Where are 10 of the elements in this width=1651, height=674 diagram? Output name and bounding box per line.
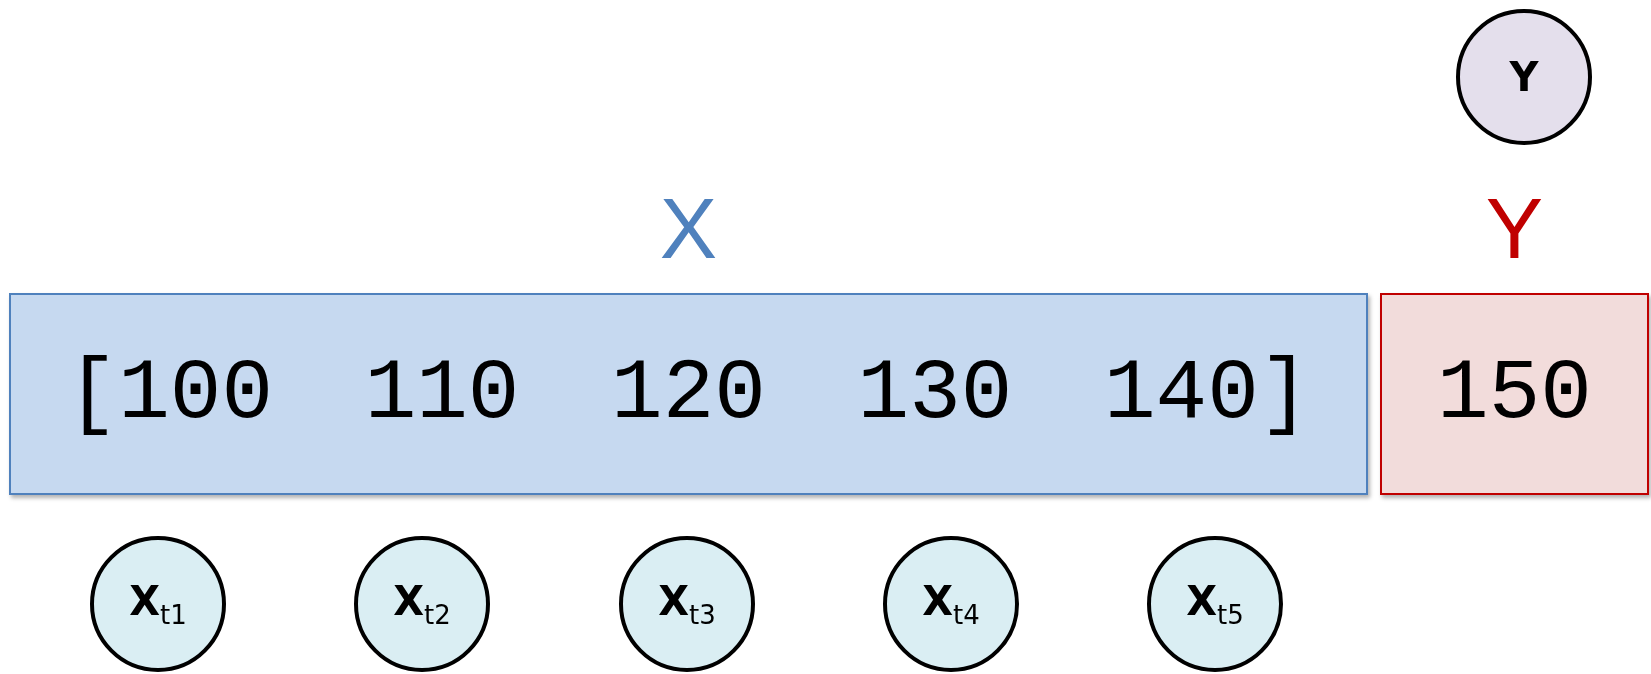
variable-circle: X$_{t3}$ (619, 536, 755, 672)
group-heading: Y (1484, 179, 1545, 278)
variable-circle: X$_{t4}$ (883, 536, 1019, 672)
variable-circle: X$_{t2}$ (354, 536, 490, 672)
group-heading: X (658, 179, 719, 278)
variable-circle: X$_{t5}$ (1147, 536, 1283, 672)
variable-circle: Y (1456, 9, 1592, 145)
target-box: 150 (1380, 293, 1649, 495)
variable-circle: X$_{t1}$ (90, 536, 226, 672)
sequence-box: [100 110 120 130 140] (9, 293, 1368, 495)
